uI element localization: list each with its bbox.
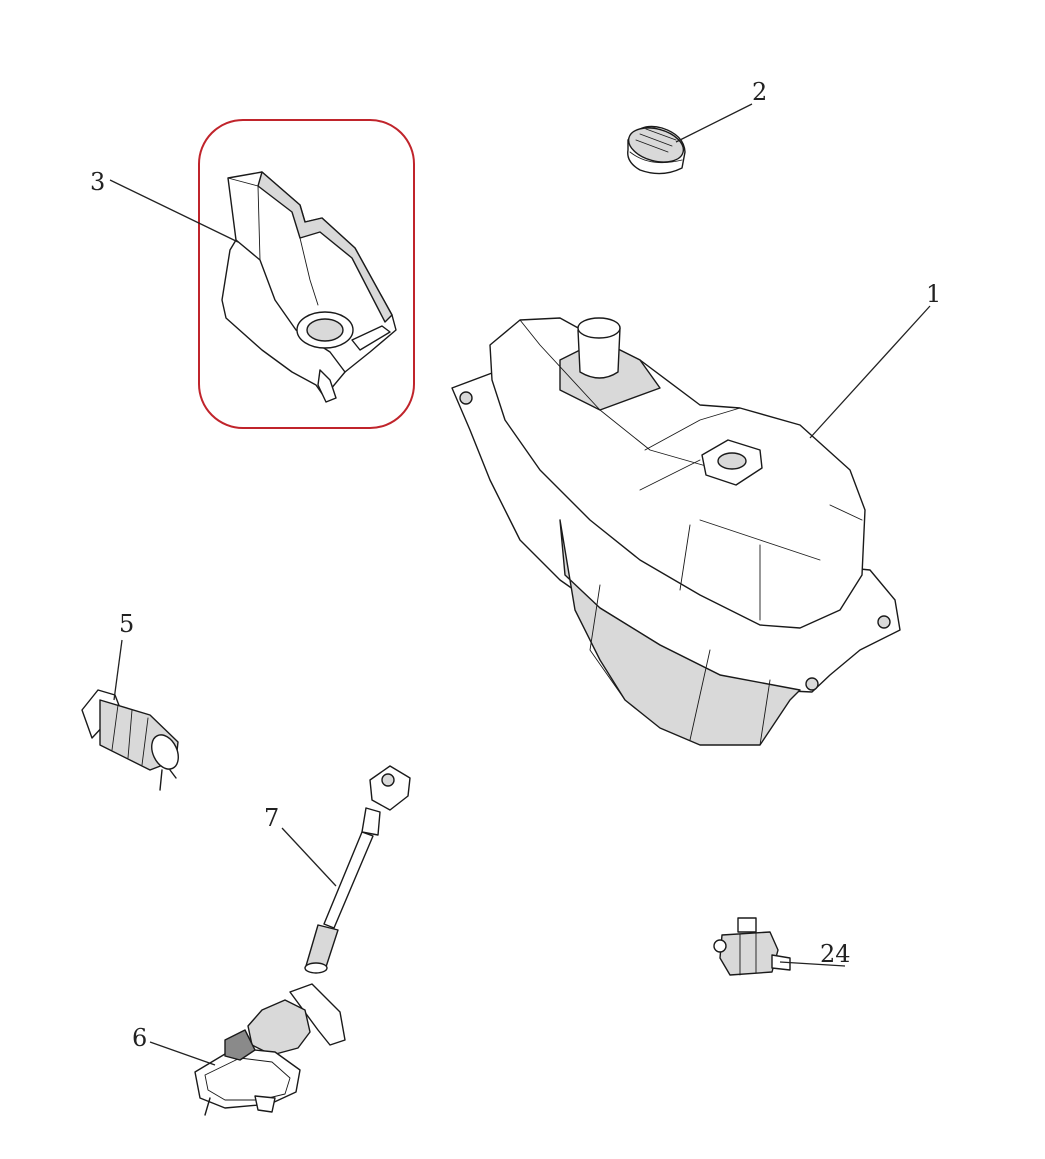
part-1-fuel-tank[interactable] <box>451 317 901 746</box>
highlight-box <box>198 119 415 429</box>
callout-24: 24 <box>820 940 851 968</box>
callout-7: 7 <box>264 804 279 832</box>
callout-5: 5 <box>119 610 134 638</box>
part-24-fuel-filter[interactable] <box>713 917 791 976</box>
callout-2: 2 <box>752 78 767 106</box>
part-6-fuel-pump-bracket[interactable] <box>194 983 346 1116</box>
part-3-tank-cover[interactable] <box>221 171 397 403</box>
callout-3: 3 <box>90 168 105 196</box>
part-5-fuel-pump[interactable] <box>81 689 183 791</box>
part-7-fuel-level-sensor[interactable] <box>304 765 411 974</box>
callout-6: 6 <box>132 1024 147 1052</box>
part-2-fuel-cap[interactable] <box>625 122 687 175</box>
callout-1: 1 <box>926 280 941 308</box>
